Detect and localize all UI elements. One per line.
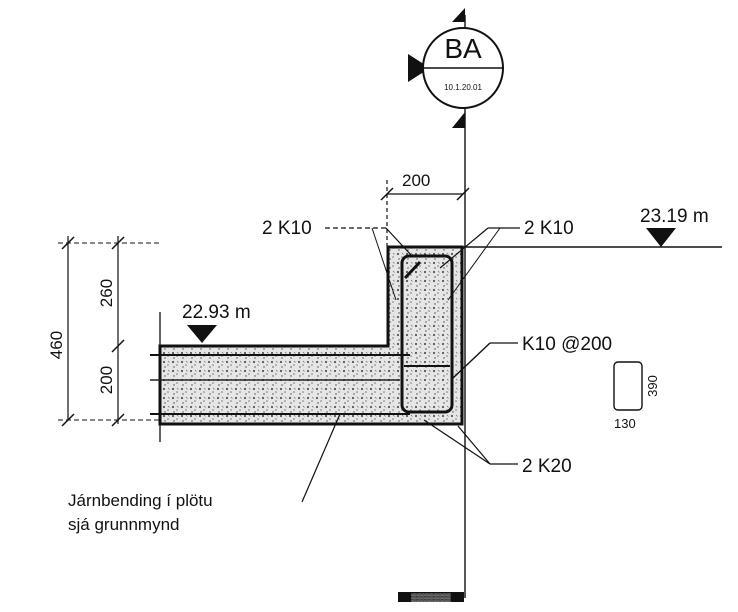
- dimension-top-width-label: 200: [402, 171, 430, 190]
- note-line-1: Járnbending í plötu: [68, 491, 213, 510]
- rebar-label-bottom: 2 K20: [522, 456, 572, 477]
- section-marker-sublabel: 10.1.20.01: [444, 83, 482, 92]
- section-marker-label: BA: [444, 33, 482, 64]
- rebar-label-right-top: 2 K10: [524, 218, 574, 239]
- dimension-lower-height-label: 200: [97, 366, 116, 394]
- section-marker: BA 10.1.20.01: [408, 8, 504, 128]
- dimension-top-width: 200: [380, 171, 470, 246]
- top-level-marker: [646, 228, 676, 247]
- note-line-2: sjá grunnmynd: [68, 515, 180, 534]
- beam-stirrup: [400, 254, 454, 414]
- note-leader: [301, 413, 341, 503]
- slab-level-marker: [187, 325, 217, 343]
- stirrup-detail-height: 390: [645, 375, 660, 397]
- dimension-total-height-label: 460: [47, 331, 66, 359]
- rebar-label-stirrups: K10 @200: [522, 334, 612, 355]
- dimension-split-heights: 260 200: [97, 236, 125, 427]
- stirrup-detail-width: 130: [614, 416, 636, 431]
- footer-tag: [398, 592, 464, 602]
- slab-level-label: 22.93 m: [182, 302, 251, 323]
- footer-tag-label: ▒▒▒▒▒▒▒: [411, 593, 451, 602]
- dimension-total-height: 460: [47, 236, 160, 427]
- top-level-label: 23.19 m: [640, 206, 709, 227]
- stirrup-detail-shape: [613, 361, 643, 411]
- dimension-upper-height-label: 260: [97, 279, 116, 307]
- rebar-label-left-top: 2 K10: [262, 218, 312, 239]
